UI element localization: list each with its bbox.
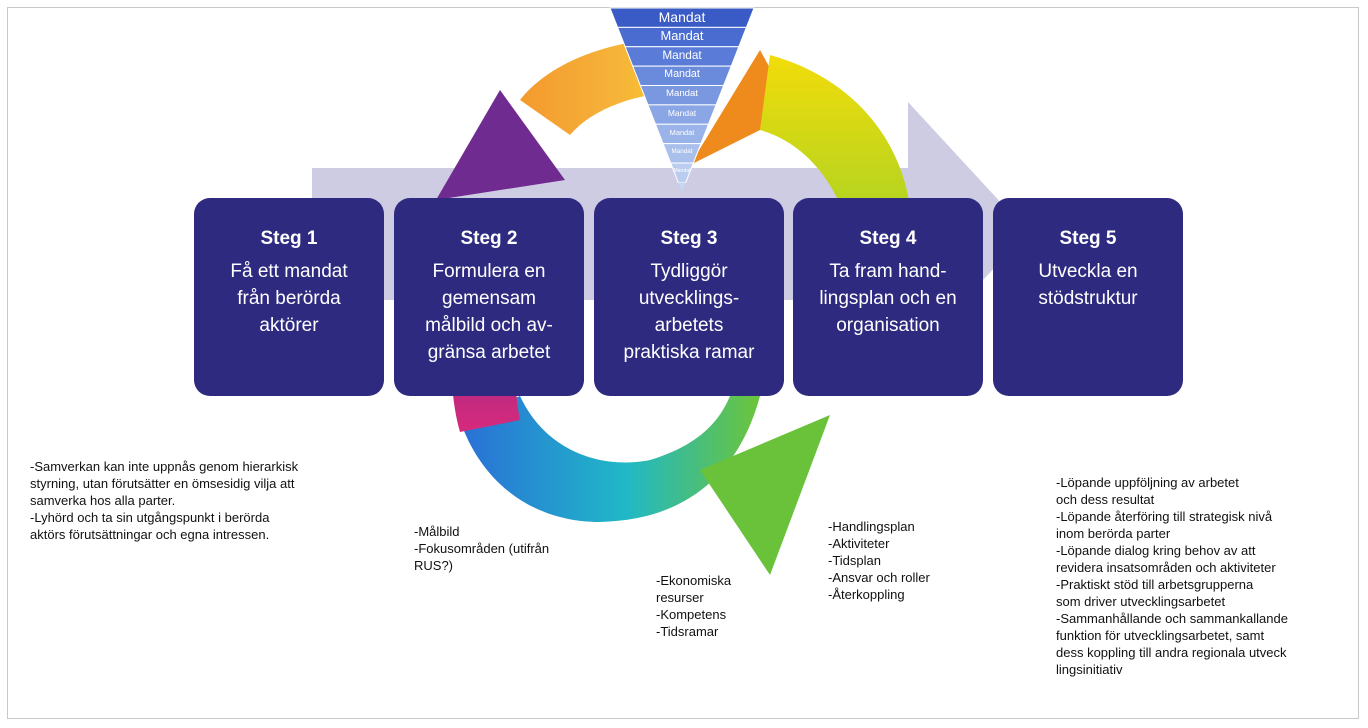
step-title: Steg 1 (260, 228, 318, 249)
funnel-band-label: Mandat (660, 27, 704, 43)
step-title: Steg 3 (660, 228, 718, 249)
step-box-1: Steg 1 Få ett mandat från berörda aktöre… (194, 198, 384, 396)
note-line: funktion för utvecklingsarbetet, samt (1056, 628, 1265, 643)
funnel-band-label: Mandat (666, 88, 698, 100)
step-title: Steg 4 (859, 228, 917, 249)
note-line: -Handlingsplan (828, 519, 915, 534)
step-box-3: Steg 3 Tydliggör utvecklings- arbetets p… (594, 198, 784, 396)
note-line: -Samverkan kan inte uppnås genom hierark… (30, 459, 299, 474)
cycle-arrow-bottom-head (700, 415, 830, 575)
step-line: aktörer (259, 315, 319, 336)
step-line: organisation (836, 315, 940, 336)
funnel-tip (678, 182, 686, 192)
note-line: -Återkoppling (828, 587, 905, 602)
step-box-5: Steg 5 Utveckla en stödstruktur (993, 198, 1183, 396)
funnel-band-label: Mandat (664, 68, 700, 81)
note-line: och dess resultat (1056, 492, 1155, 507)
cycle-arrow-bottom (460, 396, 760, 522)
step-line: målbild och av- (425, 315, 553, 336)
step-line: Få ett mandat (230, 261, 348, 282)
note-line: lingsinitiativ (1056, 662, 1123, 677)
step-title: Steg 5 (1059, 228, 1117, 249)
note-line: -Tidsplan (828, 553, 881, 568)
funnel-band-label: Mandat (669, 128, 695, 138)
cycle-arrow-left-head (436, 90, 565, 200)
note-line: som driver utvecklingsarbetet (1056, 594, 1226, 609)
step-line: gemensam (442, 288, 536, 309)
notes-step-5: -Löpande uppföljning av arbetet och dess… (1056, 474, 1288, 678)
funnel-band-label: Mandat (673, 168, 691, 175)
note-line: RUS?) (414, 558, 454, 573)
step-line: praktiska ramar (623, 342, 755, 363)
note-line: -Lyhörd och ta sin utgångspunkt i berörd… (30, 510, 270, 525)
note-line: -Fokusområden (utifrån (414, 541, 550, 556)
step-line: arbetets (654, 315, 724, 336)
step-box-4: Steg 4 Ta fram hand- lingsplan och en or… (793, 198, 983, 396)
note-line: -Kompetens (656, 607, 727, 622)
notes-step-2: -Målbild -Fokusområden (utifrån RUS?) (414, 523, 549, 574)
notes-step-3: -Ekonomiska resurser -Kompetens -Tidsram… (656, 572, 731, 640)
mandat-funnel (609, 7, 755, 192)
step-line: Formulera en (432, 261, 546, 282)
step-line: stödstruktur (1038, 288, 1138, 309)
step-line: Ta fram hand- (829, 261, 947, 282)
note-line: -Praktiskt stöd till arbetsgrupperna (1056, 577, 1254, 592)
cycle-arrow-orange-head (690, 50, 790, 165)
note-line: samverka hos alla parter. (30, 493, 176, 508)
funnel-band-label: Mandat (658, 8, 706, 25)
step-line: utvecklings- (638, 288, 740, 309)
note-line: aktörs förutsättningar och egna intresse… (30, 527, 270, 542)
step-box-2: Steg 2 Formulera en gemensam målbild och… (394, 198, 584, 396)
step-line: lingsplan och en (819, 288, 957, 309)
note-line: dess koppling till andra regionala utvec… (1056, 645, 1287, 660)
note-line: -Löpande uppföljning av arbetet (1056, 475, 1239, 490)
funnel-band-label: Mandat (671, 148, 693, 156)
funnel-band-label: Mandat (667, 108, 697, 119)
note-line: -Ansvar och roller (828, 570, 930, 585)
note-line: revidera insatsområden och aktiviteter (1056, 560, 1276, 575)
step-title: Steg 2 (460, 228, 518, 249)
note-line: styrning, utan förutsätter en ömsesidig … (30, 476, 295, 491)
note-line: -Ekonomiska (656, 573, 732, 588)
note-line: -Aktiviteter (828, 536, 890, 551)
note-line: resurser (656, 590, 704, 605)
note-line: -Löpande dialog kring behov av att (1056, 543, 1256, 558)
note-line: -Målbild (414, 524, 460, 539)
funnel-band-label: Mandat (662, 47, 702, 62)
step-line: Tydliggör (650, 261, 728, 282)
step-line: Utveckla en (1038, 261, 1138, 282)
note-line: inom berörda parter (1056, 526, 1171, 541)
note-line: -Tidsramar (656, 624, 719, 639)
notes-step-1: -Samverkan kan inte uppnås genom hierark… (30, 458, 298, 543)
note-line: -Löpande återföring till strategisk nivå (1056, 509, 1273, 524)
note-line: -Sammanhållande och sammankallande (1056, 611, 1288, 626)
step-line: gränsa arbetet (427, 342, 551, 363)
notes-step-4: -Handlingsplan -Aktiviteter -Tidsplan -A… (828, 518, 930, 603)
step-line: från berörda (237, 288, 341, 309)
